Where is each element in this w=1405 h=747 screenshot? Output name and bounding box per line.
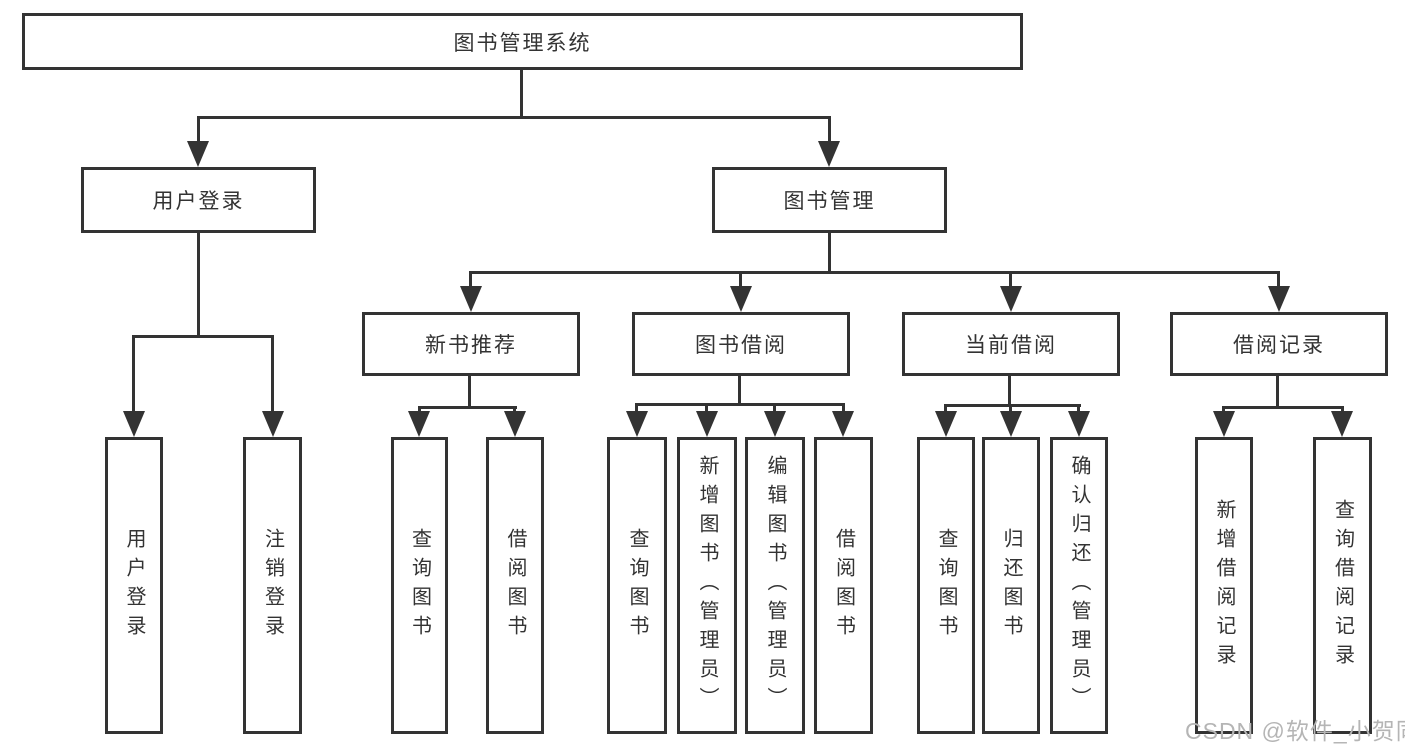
arrow-down-icon [935, 411, 957, 437]
node-book-borrow: 图书借阅 [632, 312, 850, 376]
arrow-down-icon [187, 141, 209, 167]
arrow-down-icon [1331, 411, 1353, 437]
connector-book-borrow-rail [635, 403, 845, 406]
leaf-query-books-borrow: 查询图书 [607, 437, 667, 734]
node-user-login: 用户登录 [81, 167, 316, 233]
arrow-down-icon [832, 411, 854, 437]
arrow-down-icon [1213, 411, 1235, 437]
node-label: 图书管理 [783, 190, 876, 213]
connector-leaf-shaft [635, 403, 638, 412]
connector-new-book-rail [418, 406, 517, 409]
connector-leaf-shaft [1341, 406, 1344, 412]
connector-leaf-shaft [271, 335, 274, 411]
node-label: 借阅图书 [832, 527, 855, 644]
node-new-book-recommend: 新书推荐 [362, 312, 580, 376]
arrow-down-icon [408, 411, 430, 437]
connector-book-borrow-stem [738, 375, 741, 405]
node-label: 新书推荐 [425, 334, 517, 357]
csdn-watermark: CSDN @软件_小贺同学 [1185, 718, 1405, 744]
node-label: 编辑图书（管理员） [764, 455, 786, 716]
connector-leaf-shaft [1009, 404, 1012, 412]
node-label: 查询图书 [408, 527, 431, 644]
node-label: 注销登录 [261, 527, 284, 644]
node-label: 图书管理系统 [453, 31, 592, 55]
connector-leaf-shaft [469, 271, 472, 288]
arrow-down-icon [262, 411, 284, 437]
connector-current-borrow-stem [1008, 376, 1011, 406]
node-label: 归还图书 [1000, 527, 1022, 644]
node-label: 新增借阅记录 [1213, 498, 1235, 673]
connector-user-login-stem [197, 233, 200, 337]
arrow-down-icon [504, 411, 526, 437]
connector-borrow-records-rail [1222, 406, 1344, 409]
connector-level2-rail [197, 116, 831, 119]
node-library-system: 图书管理系统 [22, 13, 1023, 70]
arrow-down-icon [460, 286, 482, 312]
arrow-down-icon [626, 411, 648, 437]
connector-leaf-shaft [132, 335, 135, 411]
leaf-add-books-admin: 新增图书（管理员） [677, 437, 737, 734]
leaf-query-books-recommend: 查询图书 [391, 437, 448, 734]
node-label: 查询图书 [935, 527, 957, 644]
node-current-borrow: 当前借阅 [902, 312, 1120, 376]
leaf-query-books-current: 查询图书 [917, 437, 975, 734]
arrow-down-icon [696, 411, 718, 437]
connector-leaf-shaft [944, 404, 947, 412]
leaf-borrow-books: 借阅图书 [814, 437, 873, 734]
node-label: 查询图书 [626, 527, 648, 644]
connector-root-stem [520, 70, 523, 118]
connector-leaf-shaft [1009, 271, 1012, 288]
arrow-down-icon [1000, 411, 1022, 437]
connector-current-borrow-rail [944, 404, 1081, 407]
node-label: 新增图书（管理员） [696, 455, 718, 716]
leaf-borrow-books-recommend: 借阅图书 [486, 437, 544, 734]
connector-leaf-shaft [1277, 271, 1280, 288]
leaf-add-borrow-record: 新增借阅记录 [1195, 437, 1253, 734]
arrow-down-icon [1000, 286, 1022, 312]
connector-leaf-shaft [739, 271, 742, 288]
node-book-management: 图书管理 [712, 167, 947, 233]
connector-leaf-shaft [705, 403, 708, 412]
node-label: 借阅图书 [504, 527, 526, 644]
leaf-edit-books-admin: 编辑图书（管理员） [745, 437, 805, 734]
connector-leaf-shaft [513, 406, 516, 412]
arrow-down-icon [1268, 286, 1290, 312]
connector-leaf-shaft [773, 403, 776, 412]
connector-leaf-shaft [1077, 404, 1080, 412]
connector-leaf-shaft [1222, 406, 1225, 412]
node-label: 查询借阅记录 [1331, 498, 1354, 673]
connector-leaf-shaft [418, 406, 421, 412]
arrow-down-icon [764, 411, 786, 437]
connector-level3-rail [469, 271, 1280, 274]
node-borrow-records: 借阅记录 [1170, 312, 1388, 376]
node-label: 用户登录 [152, 190, 245, 213]
arrow-down-icon [1068, 411, 1090, 437]
leaf-confirm-return-admin: 确认归还（管理员） [1050, 437, 1108, 734]
leaf-logout: 注销登录 [243, 437, 302, 734]
leaf-user-login: 用户登录 [105, 437, 163, 734]
leaf-return-books: 归还图书 [982, 437, 1040, 734]
connector-user-login-rail [132, 335, 274, 338]
arrow-down-icon [730, 286, 752, 312]
node-label: 确认归还（管理员） [1068, 455, 1090, 716]
node-label: 图书借阅 [695, 334, 787, 357]
connector-leaf-shaft [842, 403, 845, 412]
connector-borrow-records-stem [1276, 375, 1279, 409]
arrow-down-icon [818, 141, 840, 167]
node-label: 用户登录 [123, 527, 145, 644]
arrow-down-icon [123, 411, 145, 437]
leaf-query-borrow-record: 查询借阅记录 [1313, 437, 1372, 734]
node-label: 当前借阅 [965, 334, 1057, 357]
connector-new-book-stem [468, 376, 471, 409]
connector-book-mgmt-stem [828, 233, 831, 273]
connector-user-login-shaft [197, 116, 200, 144]
node-label: 借阅记录 [1233, 334, 1325, 357]
connector-book-mgmt-shaft [828, 116, 831, 144]
